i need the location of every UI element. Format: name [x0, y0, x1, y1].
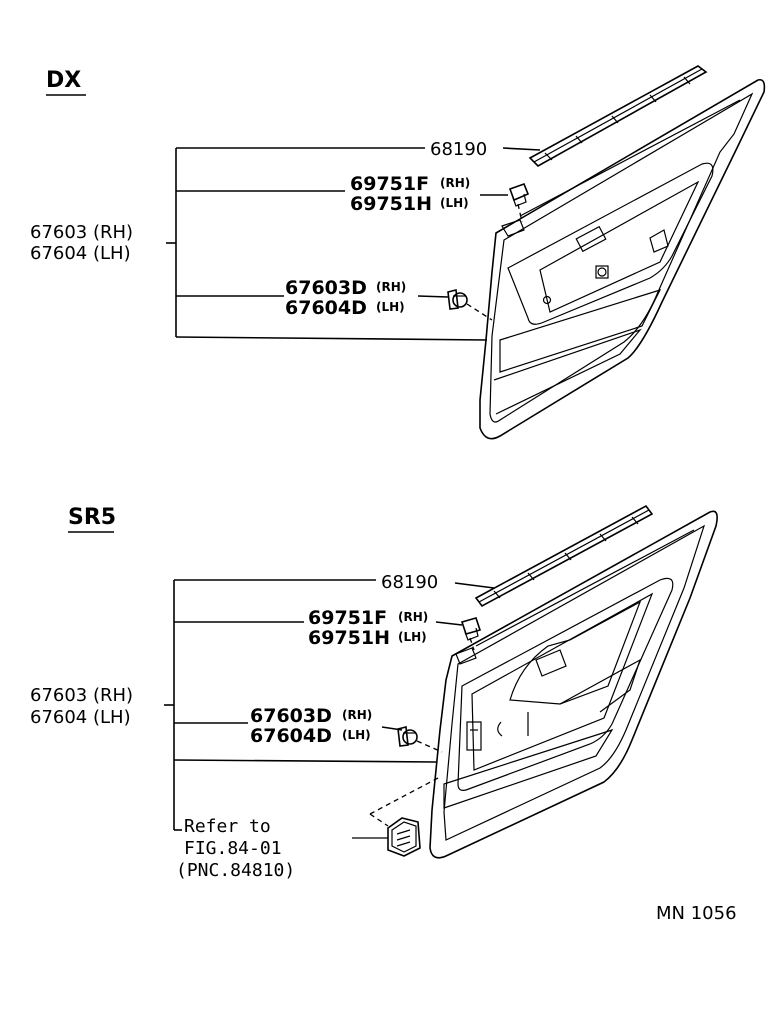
dx-clip-rh-label: 69751F: [350, 173, 429, 195]
dx-clip-lh-label: 69751H: [350, 193, 432, 215]
dx-fastener-lh-label: 67604D: [285, 297, 367, 319]
sr5-assembly-rh-label: 67603 (RH): [30, 685, 133, 706]
sr5-fastener-part: [397, 726, 418, 747]
dx-clip-lh-side: (LH): [440, 196, 469, 210]
sr5-clip-dash: [469, 637, 475, 651]
dx-clip-rh-side: (RH): [440, 176, 470, 190]
dx-fastener-lh-side: (LH): [376, 300, 405, 314]
dx-fastener-part: [447, 289, 468, 310]
sr5-refer-line2: FIG.84-01: [184, 838, 282, 859]
sr5-fastener-lh-label: 67604D: [250, 725, 332, 747]
sr5-switch-part: [352, 817, 421, 857]
dx-leader-bracket: [166, 147, 541, 341]
sr5-assembly-lh-label: 67604 (LH): [30, 707, 131, 728]
sr5-fastener-rh-label: 67603D: [250, 705, 332, 727]
dx-fastener-rh-label: 67603D: [285, 277, 367, 299]
sr5-molding-strip: [474, 504, 654, 608]
sr5-clip-lh-label: 69751H: [308, 627, 390, 649]
sr5-clip-part: [460, 617, 482, 641]
dx-clip-part: [508, 182, 530, 207]
sr5-refer-line1: Refer to: [184, 816, 271, 837]
sr5-clip-lh-side: (LH): [398, 630, 427, 644]
dx-door-panel: [479, 78, 766, 440]
dx-section: DX 67603 (RH) 67604 (LH) 68190 69751F (R…: [30, 65, 766, 440]
dx-assembly-rh-label: 67603 (RH): [30, 222, 133, 243]
sr5-molding-label: 68190: [381, 572, 438, 593]
sr5-leader-bracket: [164, 579, 495, 831]
sr5-fastener-lh-side: (LH): [342, 728, 371, 742]
sr5-clip-rh-label: 69751F: [308, 607, 387, 629]
sr5-clip-rh-side: (RH): [398, 610, 428, 624]
sr5-title: SR5: [68, 505, 116, 530]
sr5-door-panel: [429, 510, 718, 859]
sr5-switch-dash: [369, 777, 439, 815]
dx-fastener-dash: [466, 303, 493, 321]
sr5-fastener-rh-side: (RH): [342, 708, 372, 722]
dx-fastener-rh-side: (RH): [376, 280, 406, 294]
figure-code: MN 1056: [656, 903, 737, 924]
dx-clip-dash: [517, 203, 523, 223]
dx-title: DX: [46, 68, 81, 93]
dx-molding-strip: [528, 65, 708, 167]
sr5-section: SR5 67603 (RH) 67604 (LH) 68190 69751F (…: [30, 504, 718, 881]
dx-assembly-lh-label: 67604 (LH): [30, 243, 131, 264]
dx-molding-label: 68190: [430, 139, 487, 160]
sr5-refer-line3: (PNC.84810): [176, 860, 295, 881]
sr5-switch-dash-2: [369, 813, 389, 827]
